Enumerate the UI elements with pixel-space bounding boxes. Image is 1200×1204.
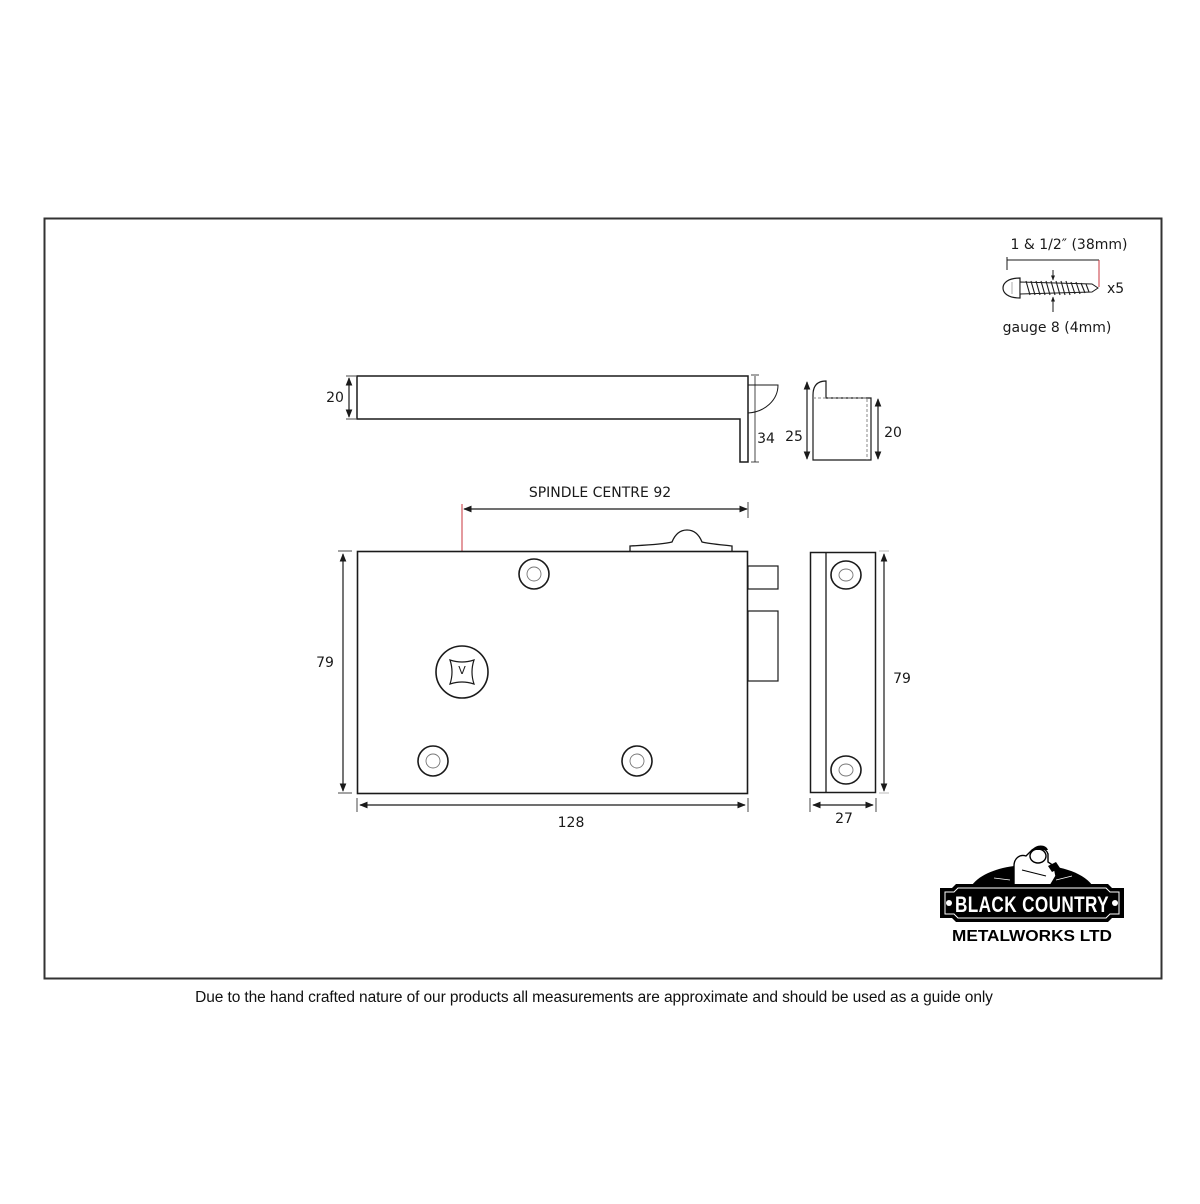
edge-view-depth-label: 27	[835, 811, 853, 827]
front-view-height-label: 79	[316, 655, 334, 671]
side-profile-body-label: 20	[884, 425, 902, 441]
side-profile: 25 20	[785, 380, 902, 461]
logo-line2: METALWORKS LTD	[952, 928, 1112, 945]
screw-hole-icon	[830, 755, 862, 785]
top-view: 20 34	[326, 374, 779, 463]
screw-icon	[1002, 277, 1021, 299]
screw-hole-icon	[417, 745, 449, 777]
top-view-keeper-label: 34	[757, 431, 775, 447]
top-view-height-label: 20	[326, 390, 344, 406]
edge-view: 79 27	[809, 550, 911, 827]
spindle-hub-icon: V	[435, 645, 489, 699]
measurement-disclaimer: Due to the hand crafted nature of our pr…	[195, 989, 993, 1006]
brand-logo: BLACK COUNTRY METALWORKS LTD	[932, 840, 1132, 948]
logo-line1: BLACK COUNTRY	[955, 892, 1109, 917]
edge-view-height-label: 79	[893, 671, 911, 687]
screw-gauge-label: gauge 8 (4mm)	[1003, 320, 1112, 336]
front-view: SPINDLE CENTRE 92	[316, 485, 779, 831]
spindle-glyph: V	[458, 664, 466, 677]
spindle-centre-label: SPINDLE CENTRE 92	[529, 485, 671, 501]
screw-detail: 1 & 1/2″ (38mm)	[1002, 237, 1128, 336]
lock-body	[356, 550, 749, 795]
front-view-width-label: 128	[558, 815, 585, 831]
screw-quantity-label: x5	[1107, 281, 1124, 297]
screw-hole-icon	[830, 560, 862, 590]
side-profile-overall-label: 25	[785, 429, 803, 445]
screw-length-label: 1 & 1/2″ (38mm)	[1011, 237, 1128, 253]
screw-hole-icon	[621, 745, 653, 777]
metalworker-icon	[1013, 845, 1060, 889]
drawing-frame	[43, 217, 1163, 980]
screw-hole-icon	[518, 558, 550, 590]
